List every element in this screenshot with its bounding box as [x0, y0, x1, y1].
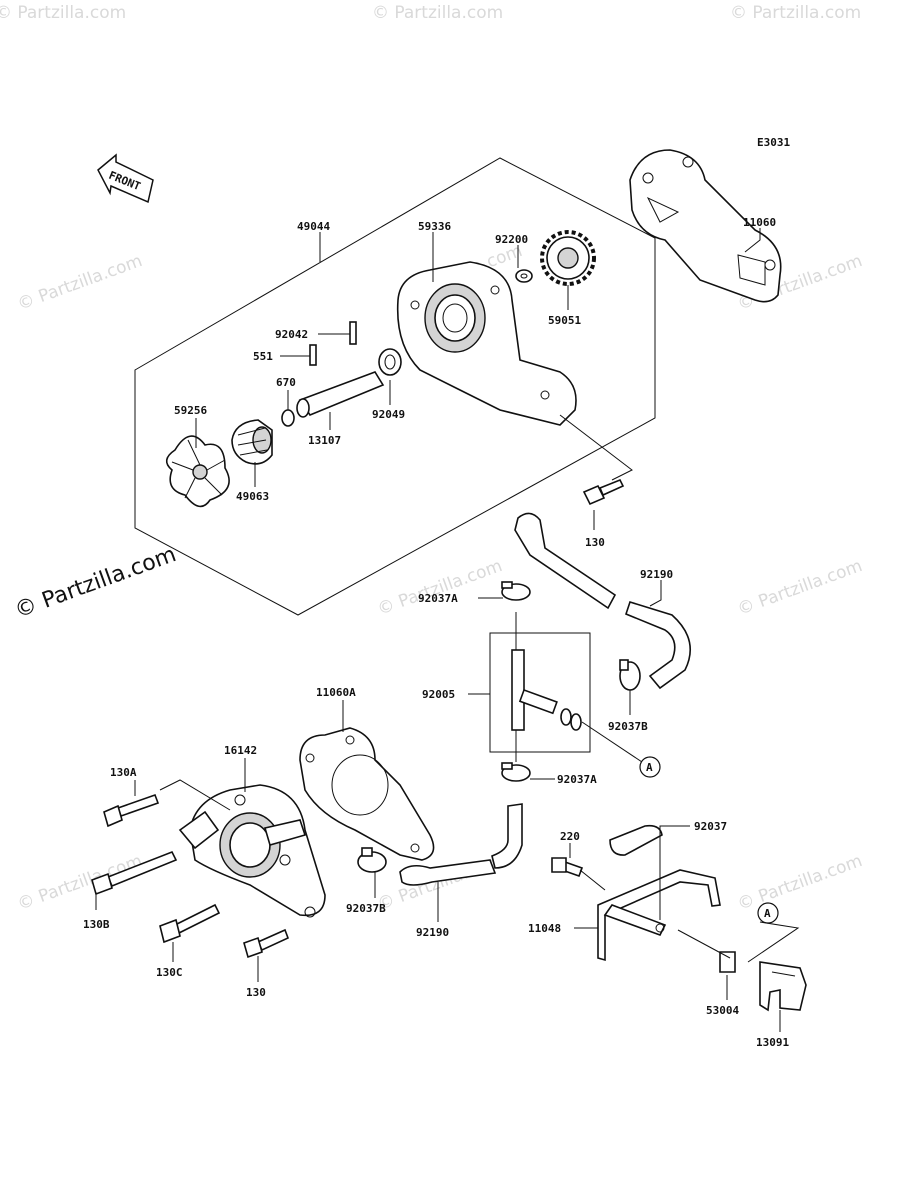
- clamp-92037A-bottom-icon: [501, 762, 531, 782]
- gear-59051-icon: [540, 230, 596, 286]
- part-label: 59336: [418, 220, 451, 233]
- callout-a-label: A: [646, 761, 653, 774]
- watermark-text: © Partzilla.com: [735, 556, 865, 620]
- part-label: 130: [246, 986, 266, 999]
- part-label: 11060: [743, 216, 776, 229]
- part-label: 11060A: [316, 686, 356, 699]
- oring-670-icon: [281, 409, 295, 427]
- watermark-text: © Partzilla.com: [735, 851, 865, 915]
- watermark-text: © Partzilla.com: [0, 3, 126, 23]
- diagram-code: E3031: [757, 136, 790, 149]
- part-label: 670: [276, 376, 296, 389]
- gasket-11060-icon: [629, 149, 782, 303]
- part-label: 59051: [548, 314, 581, 327]
- bolt-130-top-icon: [582, 478, 625, 506]
- callout-a-label: A: [764, 907, 771, 920]
- watermark-text: © Partzilla.com: [730, 3, 861, 23]
- part-label: 16142: [224, 744, 257, 757]
- part-label: 92037A: [557, 773, 597, 786]
- shaft-13107-icon: [296, 371, 385, 418]
- bolt-130B-icon: [91, 850, 178, 896]
- bracket-11048-icon: [597, 869, 721, 962]
- front-arrow-icon: FRONT: [97, 153, 154, 204]
- pump-cover-16142-icon: [178, 784, 326, 918]
- pin-551-icon: [309, 344, 317, 366]
- watermark-text: © Partzilla.com: [15, 251, 145, 315]
- part-label: 49044: [297, 220, 330, 233]
- gasket-11060A-icon: [299, 727, 435, 861]
- washer-92200-icon: [515, 269, 533, 283]
- part-label: 49063: [236, 490, 269, 503]
- tee-joint-92005-icon: [511, 649, 582, 731]
- callout-a-2: A: [757, 902, 779, 924]
- impeller-59256-icon: [165, 435, 230, 508]
- watermark-text: © Partzilla.com: [375, 556, 505, 620]
- part-label: 13091: [756, 1036, 789, 1049]
- part-label: 92037B: [608, 720, 648, 733]
- part-label: 92049: [372, 408, 405, 421]
- mechanical-seal-49063-icon: [231, 419, 273, 465]
- clamp-92037B-bottom-icon: [357, 847, 387, 873]
- part-label: 53004: [706, 1004, 739, 1017]
- watermark-text: © Partzilla.com: [15, 851, 145, 915]
- clip-92037-icon: [609, 824, 663, 856]
- part-label: 92037A: [418, 592, 458, 605]
- part-label: 13107: [308, 434, 341, 447]
- part-label: 130B: [83, 918, 110, 931]
- part-label: 92190: [640, 568, 673, 581]
- watermark-text: © Partzilla.com: [372, 3, 503, 23]
- hose-92190-bottom-icon: [399, 803, 523, 886]
- part-label: 11048: [528, 922, 561, 935]
- clip-53004-icon: [719, 951, 736, 973]
- part-labels: 49044 59336 92200 59051 11060 92042 551 …: [83, 216, 789, 1049]
- leader-lines: [95, 228, 800, 1032]
- watermark-text-main: © Partzilla.com: [12, 542, 180, 624]
- bolt-130A-icon: [103, 793, 160, 828]
- pin-92042-icon: [349, 321, 357, 345]
- bolt-130C-icon: [159, 903, 221, 944]
- part-label: 551: [253, 350, 273, 363]
- part-label: 92037: [694, 820, 727, 833]
- part-label: 59256: [174, 404, 207, 417]
- part-label: 92190: [416, 926, 449, 939]
- bolt-130-bottom-icon: [243, 928, 290, 959]
- tee-joint-box: [489, 632, 591, 753]
- assembly-box-49044: [134, 157, 656, 616]
- part-label: 92042: [275, 328, 308, 341]
- part-label: 92200: [495, 233, 528, 246]
- part-label: 130: [585, 536, 605, 549]
- sensor-13091-icon: [759, 961, 807, 1012]
- seal-92049-icon: [378, 348, 402, 376]
- bolt-220-icon: [551, 857, 584, 878]
- part-label: 130C: [156, 966, 183, 979]
- clamp-92037B-top-icon: [619, 659, 641, 691]
- part-label: 92037B: [346, 902, 386, 915]
- clamp-92037A-top-icon: [501, 581, 531, 601]
- part-label: 130A: [110, 766, 137, 779]
- part-label: 92005: [422, 688, 455, 701]
- callout-a-1: A: [639, 756, 661, 778]
- pump-housing-59336-icon: [396, 261, 577, 426]
- part-label: 220: [560, 830, 580, 843]
- hose-92190-top-icon: [514, 512, 692, 690]
